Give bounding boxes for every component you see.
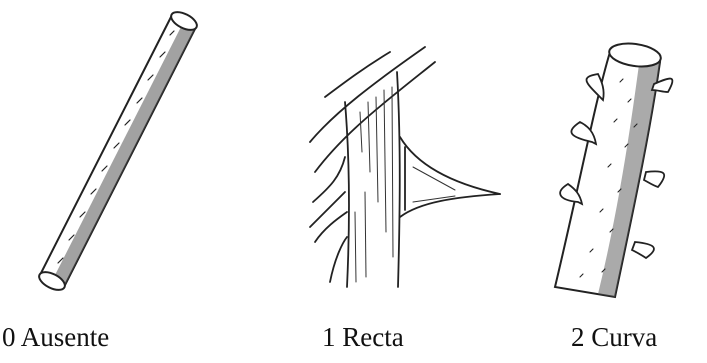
panel-recta [305, 42, 505, 292]
caption-curva: 2 Curva [571, 324, 657, 351]
caption-ausente: 0 Ausente [2, 324, 109, 351]
smooth-stem-icon [20, 5, 210, 295]
panel-curva [510, 22, 707, 312]
straight-thorn-stem-icon [305, 42, 505, 292]
panel-ausente [20, 5, 210, 295]
curved-thorn-stem-icon [510, 22, 707, 312]
caption-recta: 1 Recta [322, 324, 404, 351]
